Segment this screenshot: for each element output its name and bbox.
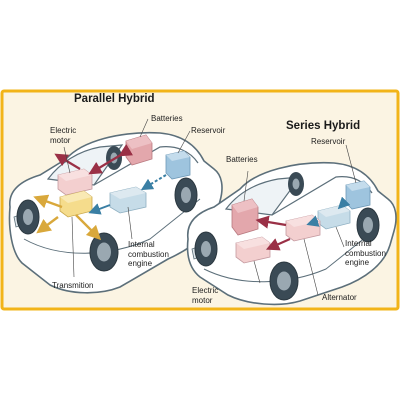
parallel-hybrid-car [8,118,223,294]
parallel-arrow-transmission-lower [36,216,59,234]
parallel-arrow-battery-motor [88,143,134,175]
parallel-arrow-engine-transmission [88,203,111,215]
series-arrow-engine-alternator [306,215,320,227]
parallel-reservoir-block [165,150,191,180]
series-electric-motor-block [235,236,271,264]
series-reservoir-label: Reservoir [311,137,346,146]
parallel-electric-motor-label: Electric motor [50,126,77,145]
parallel-transmission-label: Transmition [52,281,94,290]
parallel-electric-motor-block [57,168,93,196]
parallel-arrow-transmission-front-right [75,214,102,241]
series-hybrid-car [186,144,397,306]
series-reservoir-block [345,180,371,210]
parallel-reservoir-label: Reservoir [191,126,226,135]
diagram-frame: Parallel Hybrid Series Hybrid Electric m… [0,89,400,311]
parallel-hybrid-title: Parallel Hybrid [74,93,155,105]
series-arrow-reservoir-engine [337,196,351,210]
parallel-arrow-reservoir-engine [140,174,167,191]
series-batteries-block [231,198,259,236]
diagram-artwork [0,89,400,311]
series-arrow-alternator-battery [255,215,287,229]
parallel-batteries-block [125,134,153,166]
parallel-car-roofline [93,146,199,186]
series-batteries-label: Batteries [226,155,258,164]
series-engine-label: Internal combustion engine [345,239,386,267]
parallel-engine-block [109,186,147,214]
parallel-arrow-transmission-front-left [33,194,63,209]
series-electric-motor-label: Electric motor [192,286,219,305]
series-arrow-alternator-motor [265,237,291,251]
series-hybrid-title: Series Hybrid [286,120,361,132]
parallel-batteries-label: Batteries [151,114,183,123]
parallel-engine-label: Internal combustion engine [128,240,169,268]
series-alternator-label: Alternator [322,293,357,302]
parallel-arrow-battery-motor-return [54,153,81,170]
